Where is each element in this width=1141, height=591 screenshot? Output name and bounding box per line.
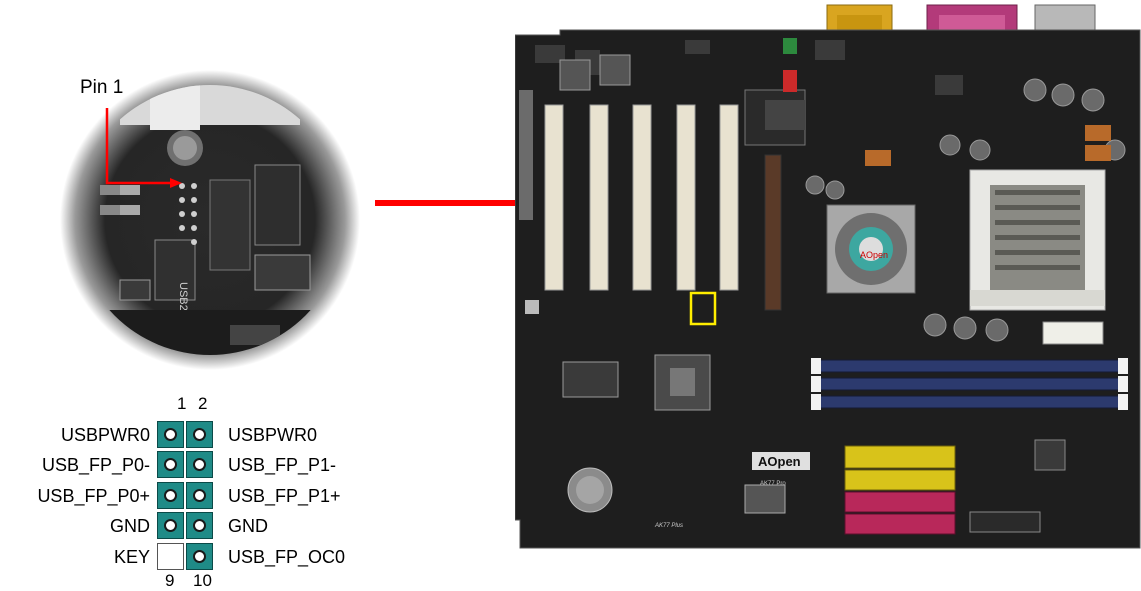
pin1-label: Pin 1 bbox=[80, 77, 123, 99]
pin-6 bbox=[186, 482, 213, 509]
pin-number-2: 2 bbox=[198, 394, 207, 414]
silk-usb2-text: USB2 bbox=[177, 282, 189, 311]
label-pin1: USBPWR0 bbox=[0, 425, 150, 445]
pin-2 bbox=[186, 421, 213, 448]
pin-1 bbox=[157, 421, 184, 448]
label-pin6: USB_FP_P1+ bbox=[228, 486, 341, 506]
board-brand-text: AOpen bbox=[758, 454, 801, 469]
fan-brand-text: AOpen bbox=[860, 250, 888, 260]
pin-number-1: 1 bbox=[177, 394, 186, 414]
board-model-2-text: AK77 Plus bbox=[654, 523, 683, 529]
pin-number-9: 9 bbox=[165, 571, 174, 591]
label-pin3: USB_FP_P0- bbox=[0, 455, 150, 475]
pin-8 bbox=[186, 512, 213, 539]
label-pin8: GND bbox=[228, 516, 268, 536]
pin-10 bbox=[186, 543, 213, 570]
zoomed-header-photo: USB2 bbox=[60, 70, 360, 370]
pin-4 bbox=[186, 451, 213, 478]
label-pin5: USB_FP_P0+ bbox=[0, 486, 150, 506]
pin-5 bbox=[157, 482, 184, 509]
motherboard-photo: AOpen AOpen AK77 Pro AK77 Plus bbox=[515, 0, 1141, 560]
label-pin4: USB_FP_P1- bbox=[228, 455, 336, 475]
pin-7 bbox=[157, 512, 184, 539]
label-pin2: USBPWR0 bbox=[228, 425, 317, 445]
label-pin10: USB_FP_OC0 bbox=[228, 547, 345, 567]
pin-3 bbox=[157, 451, 184, 478]
label-pin7: GND bbox=[0, 516, 150, 536]
pin-number-10: 10 bbox=[193, 571, 212, 591]
label-pin9-key: KEY bbox=[0, 547, 150, 567]
pin-key bbox=[157, 543, 184, 570]
